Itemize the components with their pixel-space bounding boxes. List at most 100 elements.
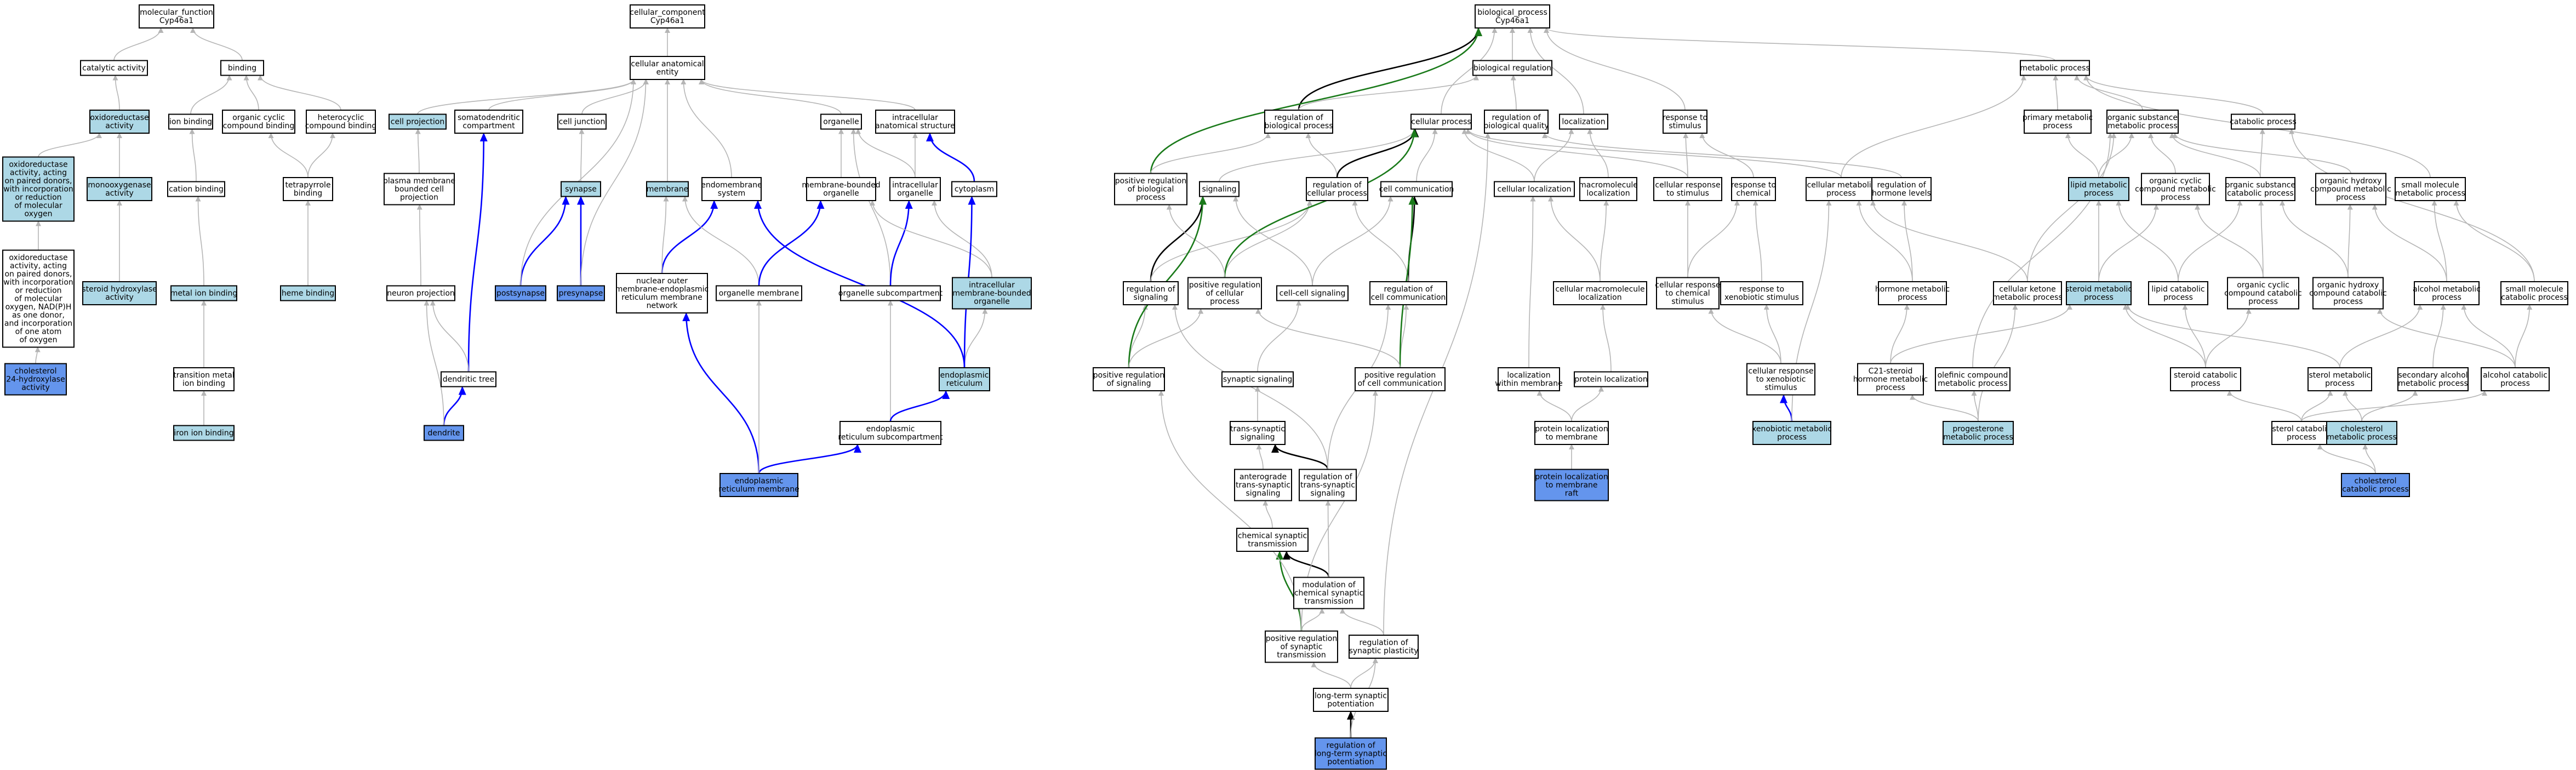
go-term-box (2068, 177, 2129, 201)
edge-gray (1350, 658, 1378, 689)
go-term-box (306, 110, 376, 134)
go-term-label-line: cell projection (391, 118, 444, 127)
edge-blue (889, 200, 913, 286)
go-term-box (220, 60, 264, 76)
go-term-box (2271, 421, 2332, 445)
go-term-box (630, 4, 705, 28)
go-term-label-line: activity (105, 293, 134, 302)
go-term-label-line: process (1210, 298, 1240, 306)
go-term-label-line: signaling (1310, 489, 1345, 498)
go-term-box (1484, 110, 1549, 134)
go-term-label-line: bounded cell (395, 185, 444, 194)
go-term-box (1234, 469, 1292, 501)
go-term-box (1871, 177, 1932, 201)
go-term-cell-junction: cell junction (557, 113, 607, 130)
go-term-label-line: cell-cell signaling (1280, 289, 1346, 298)
edge-gray (579, 128, 585, 182)
go-term-label-line: postsynapse (496, 289, 545, 298)
go-term-box (1114, 173, 1187, 206)
go-term-organelle: organelle (820, 113, 862, 130)
edge-gray (1325, 500, 1331, 578)
go-term-box (820, 113, 862, 130)
go-term-label-line: cellular metabolic (1807, 181, 1876, 190)
go-term-label-line: organic hydroxy (2320, 177, 2382, 186)
go-term-label-line: compound metabolic (2135, 185, 2216, 194)
go-term-box (1553, 281, 1647, 305)
go-term-heme-binding: heme binding (280, 285, 336, 301)
edge-gray (268, 133, 309, 178)
edge-gray (1571, 386, 1604, 422)
go-term-label-line: regulation of (1492, 113, 1541, 122)
edge-gray (1128, 308, 1204, 368)
go-term-label-line: organelle membrane (719, 289, 799, 298)
go-term-box (701, 177, 762, 201)
go-term-label-line: process (2084, 189, 2114, 198)
edge-gray (2098, 133, 2134, 178)
edge-gray (1544, 27, 2055, 61)
go-term-label-line: endoplasmic (735, 477, 784, 486)
go-term-label-line: protein localization (1574, 375, 1647, 384)
edge-gray (190, 27, 243, 61)
go-term-box (1299, 469, 1357, 501)
go-term-label-line: chemical synaptic (1294, 589, 1363, 598)
go-term-label-line: trans-synaptic (1230, 425, 1285, 434)
go-term-label-line: tetrapyrrole (285, 181, 330, 190)
go-term-label-line: catabolic process (2501, 293, 2568, 302)
go-term-label-line: Cyp46a1 (650, 16, 684, 25)
go-term-label-line: compound catabolic (2224, 289, 2302, 298)
go-term-box (454, 110, 523, 134)
edge-gray (1542, 133, 1902, 178)
go-term-label-line: cell communication (1379, 185, 1454, 194)
go-term-label-line: process (2333, 298, 2363, 306)
go-term-box (1313, 688, 1389, 712)
go-term-label-line: of one atom (15, 328, 62, 336)
go-term-label-line: cell junction (559, 118, 606, 127)
go-term-label-line: of cell communication (1358, 379, 1443, 388)
go-term-box (1579, 177, 1637, 201)
go-term-label-line: monooxygenase (88, 181, 151, 190)
go-term-label-line: positive regulation (1093, 371, 1164, 380)
edge-gray (581, 79, 649, 115)
go-term-label-line: modulation of (1302, 581, 1356, 590)
go-term-box (557, 285, 605, 301)
go-term-label-line: localization (1507, 371, 1550, 380)
go-term-label-line: as one donor, (12, 311, 65, 320)
go-term-box (2066, 281, 2132, 305)
go-term-box (1369, 281, 1447, 305)
go-term-label-line: Cyp46a1 (159, 16, 193, 25)
go-term-label-line: xenobiotic stimulus (1724, 293, 1799, 302)
go-term-box (2141, 173, 2210, 206)
edge-gray (2125, 304, 2340, 368)
go-term-label-line: organelle (823, 118, 859, 127)
go-term-box (1731, 177, 1776, 201)
go-term-label-line: somatodendritic (458, 113, 520, 122)
go-term-label-line: xenobiotic metabolic (1752, 425, 1832, 434)
go-term-label-line: organelle subcompartment (838, 289, 943, 298)
go-term-organelle-membrane: organelle membrane (716, 285, 802, 301)
edge-gray (1510, 75, 1517, 111)
edge-gray (2347, 204, 2353, 278)
go-term-label-line: intracellular (892, 181, 938, 190)
go-term-label-line: 24-hydroxylase (6, 375, 65, 384)
go-term-label-line: process (2163, 293, 2193, 302)
go-term-box (386, 285, 455, 301)
edge-gray (870, 200, 992, 278)
